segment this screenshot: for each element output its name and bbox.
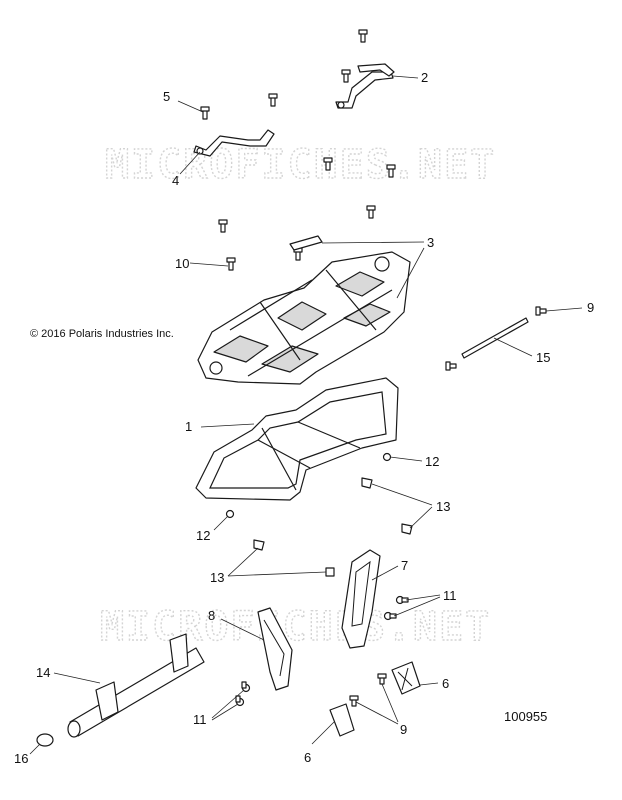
screw: [377, 673, 387, 685]
callout-12-left: 12: [196, 528, 210, 543]
nut: [382, 452, 392, 462]
screw: [349, 695, 359, 707]
callout-1: 1: [185, 419, 192, 434]
copyright-notice: © 2016 Polaris Industries Inc.: [30, 328, 174, 340]
clip: [253, 539, 265, 551]
screw: [268, 93, 278, 107]
callout-4: 4: [172, 173, 179, 188]
callout-6-right: 6: [442, 676, 449, 691]
callout-7: 7: [401, 558, 408, 573]
callout-11-right: 11: [443, 588, 457, 603]
screw-group: [200, 29, 547, 707]
nut: [225, 509, 235, 519]
bracket-left: [257, 607, 293, 691]
end-cap: [36, 733, 54, 747]
callout-5: 5: [163, 89, 170, 104]
callout-13-right: 13: [436, 499, 450, 514]
screw: [445, 361, 457, 371]
screw: [323, 157, 333, 171]
screw: [218, 219, 228, 233]
callout-6-bottom: 6: [304, 750, 311, 765]
callout-3: 3: [427, 235, 434, 250]
tubular-frame: [195, 377, 399, 501]
callout-10: 10: [175, 256, 189, 271]
watermark-top: MICROFICHES.NET: [105, 142, 496, 188]
screw: [386, 164, 396, 178]
screw: [366, 205, 376, 219]
callouts: 2 5 4 3 10 9 15 1 12 13 12 13 7 11 8 14 …: [14, 70, 594, 766]
callout-16: 16: [14, 751, 28, 766]
clip: [325, 567, 335, 577]
grab-handle-upper-loop: [357, 63, 395, 77]
grab-handle-lower: [193, 129, 275, 157]
callout-8: 8: [208, 608, 215, 623]
bracket-right: [341, 549, 381, 649]
screw: [535, 306, 547, 316]
reference-number: 100955: [504, 709, 547, 724]
bolt: [241, 681, 251, 693]
cargo-rack: [197, 251, 411, 385]
clip: [361, 477, 373, 489]
callout-12-right: 12: [425, 454, 439, 469]
lower-bar-assembly: [67, 633, 205, 738]
pad-lower: [329, 703, 355, 737]
pad-upper: [391, 661, 421, 695]
watermark-bottom: MICROFICHES.NET: [100, 604, 491, 650]
callout-9-bottom: 9: [400, 722, 407, 737]
callout-14: 14: [36, 665, 50, 680]
screw: [226, 257, 236, 271]
clip: [401, 523, 413, 535]
decal-label: [289, 235, 323, 251]
screw: [358, 29, 368, 43]
bolt: [235, 695, 245, 707]
leader-lines: [29, 75, 583, 755]
support-rod: [461, 317, 529, 359]
bolt: [383, 611, 397, 621]
screw: [341, 69, 351, 83]
callout-11-left: 11: [193, 712, 207, 727]
callout-2: 2: [421, 70, 428, 85]
callout-9-top: 9: [587, 300, 594, 315]
callout-13-left: 13: [210, 570, 224, 585]
screw: [200, 106, 210, 120]
callout-15: 15: [536, 350, 550, 365]
